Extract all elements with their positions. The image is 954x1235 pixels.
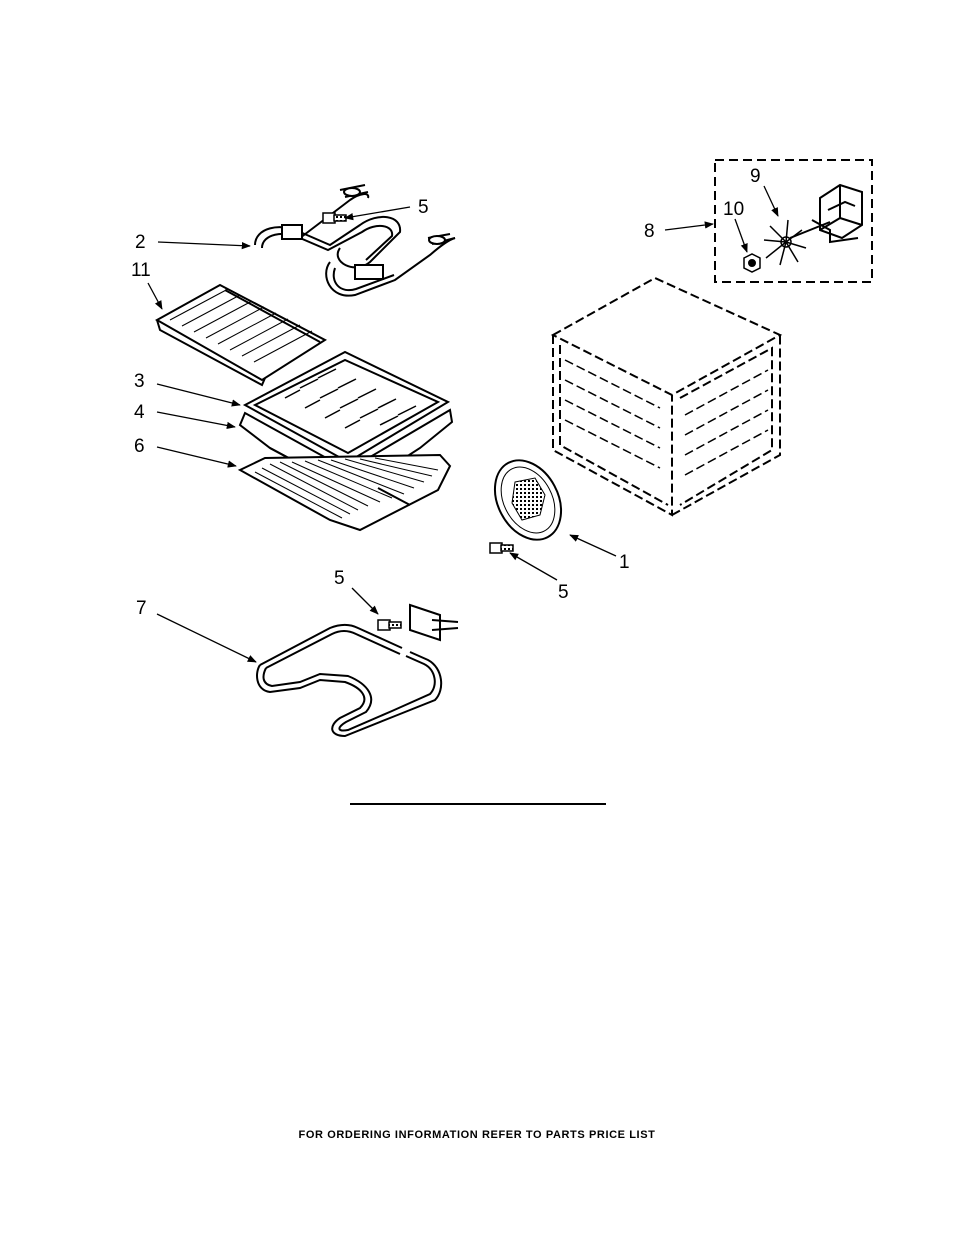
bake-element (257, 605, 458, 736)
divider-line (350, 803, 606, 805)
callout-11: 11 (131, 260, 151, 281)
callout-2: 2 (135, 232, 146, 253)
callout-8: 8 (644, 221, 655, 242)
footer-ordering-note: FOR ORDERING INFORMATION REFER TO PARTS … (0, 1129, 954, 1141)
fan-cover (482, 449, 574, 551)
callout-7: 7 (136, 598, 147, 619)
rack-shelf (157, 285, 325, 385)
callout-5-lower: 5 (334, 568, 345, 589)
callout-1: 1 (619, 552, 630, 573)
callout-6: 6 (134, 436, 145, 457)
callout-5-upper: 5 (418, 197, 429, 218)
oven-rack (240, 455, 450, 530)
screw-fan-cover (490, 543, 513, 553)
convection-fan-assembly (715, 160, 872, 282)
screw-lower (378, 620, 401, 630)
screw-upper (323, 213, 346, 223)
callout-9: 9 (750, 166, 761, 187)
callout-3: 3 (134, 371, 145, 392)
callout-10: 10 (723, 199, 744, 220)
oven-cavity (553, 278, 780, 515)
callout-5-fan-cover: 5 (558, 582, 569, 603)
callout-4: 4 (134, 402, 145, 423)
